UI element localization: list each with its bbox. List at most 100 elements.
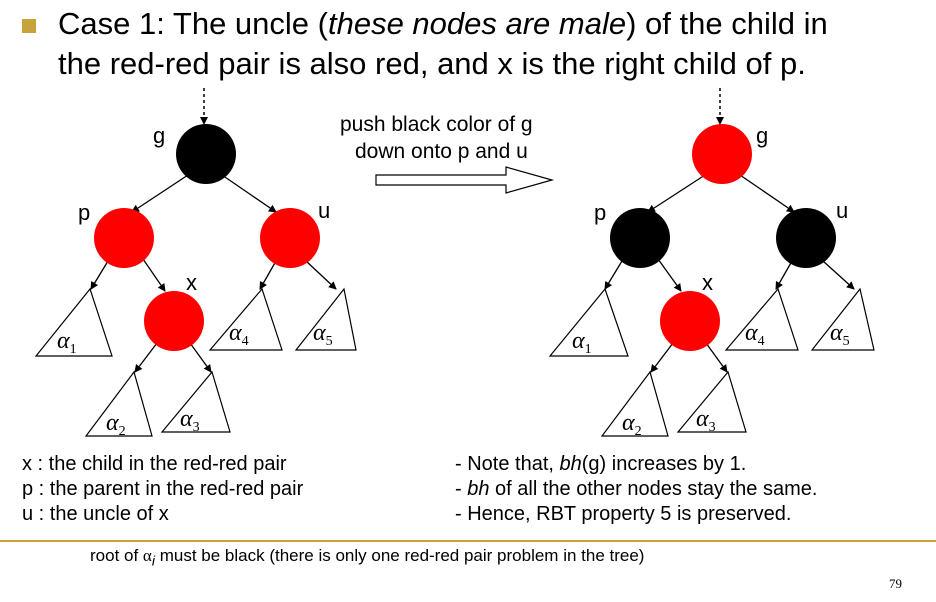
- right-edge-p-x: [657, 258, 682, 292]
- right-a1-alpha: α: [572, 328, 585, 354]
- left-subtree-a2: [84, 370, 153, 437]
- right-subtree-a5-label: α5: [830, 320, 850, 349]
- left-a2-alpha: α: [106, 410, 119, 436]
- left-a5-index: 5: [326, 334, 333, 349]
- right-subtree-a1-label: α1: [572, 328, 592, 357]
- left-a4-alpha: α: [229, 320, 242, 346]
- right-a3-index: 3: [709, 420, 716, 435]
- right-subtree-a2: [600, 370, 669, 437]
- right-subtree-a2-label: α2: [622, 410, 642, 439]
- left-subtree-a4-label: α4: [229, 320, 249, 349]
- footnote-i: i: [151, 553, 155, 570]
- right-subtree-a4: [724, 287, 799, 351]
- right-edge-x-a2: [650, 342, 674, 373]
- right-node-p: [610, 208, 670, 268]
- page-number: 79: [889, 576, 902, 591]
- right-subtree-a3: [676, 370, 747, 433]
- left-edge-x-a3: [189, 342, 212, 373]
- footnote-a: root of: [90, 546, 143, 565]
- right-a1-index: 1: [585, 342, 592, 357]
- notes-block: - Note that, bh(g) increases by 1. - bh …: [455, 452, 817, 527]
- right-a2-alpha: α: [622, 410, 635, 436]
- legend-x: x : the child in the red-red pair: [22, 453, 287, 475]
- footnote-b: must be black (there is only one red-red…: [155, 546, 645, 565]
- right-edge-g-p: [647, 174, 706, 213]
- note-line2-a: -: [455, 478, 468, 500]
- left-edge-u-a5: [305, 260, 337, 290]
- note-line2: - bh of all the other nodes stay the sam…: [455, 477, 817, 502]
- left-tree: g p u x α1 α4 α5 α2 α3: [34, 88, 357, 439]
- note-line2-em: bh: [467, 478, 490, 500]
- right-a3-alpha: α: [696, 406, 709, 432]
- left-label-p: p: [78, 200, 90, 225]
- note-line1-em: bh: [559, 453, 582, 475]
- left-subtree-a1-label: α1: [57, 328, 77, 357]
- footnote: root of αi must be black (there is only …: [90, 546, 644, 569]
- right-tree: g p u x α1 α4 α5 α2 α3: [548, 88, 875, 439]
- transition-line1: push black color of g: [340, 113, 533, 136]
- note-line3: - Hence, RBT property 5 is preserved.: [455, 503, 792, 525]
- heading-text: Case 1: The uncle (these nodes are male)…: [58, 4, 828, 84]
- left-edge-g-u: [221, 174, 277, 213]
- right-a4-alpha: α: [745, 320, 758, 346]
- left-edge-g-p: [131, 174, 189, 213]
- right-label-x: x: [702, 270, 713, 295]
- left-a1-alpha: α: [57, 328, 70, 354]
- left-label-x: x: [186, 270, 197, 295]
- right-a4-index: 4: [758, 334, 765, 349]
- left-node-x: [144, 291, 204, 351]
- heading-line1-b: ) of the child in: [626, 6, 828, 41]
- right-node-x: [660, 291, 720, 351]
- right-subtree-a3-label: α3: [696, 406, 716, 435]
- right-node-u: [776, 208, 836, 268]
- heading-line1-emphasis: these nodes are male: [327, 6, 627, 41]
- legend-p: p : the parent in the red-red pair: [22, 478, 304, 500]
- transition: push black color of g down onto p and u: [340, 113, 555, 194]
- note-line1-b: (g) increases by 1.: [581, 453, 747, 475]
- right-edge-u-a5: [822, 260, 855, 290]
- transition-arrow-icon: [375, 166, 555, 194]
- left-a3-alpha: α: [180, 406, 193, 432]
- footnote-alpha: α: [142, 546, 152, 565]
- transition-line2: down onto p and u: [355, 140, 528, 163]
- right-a5-index: 5: [843, 334, 850, 349]
- note-line1-a: - Note that,: [455, 453, 560, 475]
- legend-u: u : the uncle of x: [22, 503, 169, 525]
- note-line1: - Note that, bh(g) increases by 1.: [455, 452, 817, 477]
- left-node-p: [94, 208, 154, 268]
- right-label-g: g: [756, 123, 768, 148]
- right-edge-u-a4: [775, 260, 793, 290]
- right-label-p: p: [594, 200, 606, 225]
- right-a2-index: 2: [635, 424, 642, 439]
- left-a2-index: 2: [119, 424, 126, 439]
- heading-line1-a: Case 1: The uncle (: [58, 6, 328, 41]
- left-edge-u-a4: [259, 260, 277, 290]
- left-subtree-a5: [294, 287, 357, 351]
- left-subtree-a3: [160, 370, 231, 433]
- right-subtree-a5: [810, 287, 875, 351]
- left-edge-p-a1: [90, 260, 109, 290]
- right-edge-x-a3: [705, 342, 728, 373]
- right-subtree-a1: [548, 287, 629, 357]
- right-node-g: [692, 124, 752, 184]
- left-a4-index: 4: [242, 334, 249, 349]
- left-edge-x-a2: [134, 342, 158, 373]
- divider-rule: [0, 540, 936, 542]
- left-label-g: g: [153, 123, 165, 148]
- right-edge-g-u: [739, 174, 795, 213]
- left-node-g: [176, 124, 236, 184]
- left-node-u: [260, 208, 320, 268]
- left-subtree-a4: [208, 287, 283, 351]
- right-edge-p-a1: [604, 260, 623, 290]
- left-subtree-a2-label: α2: [106, 410, 126, 439]
- left-a1-index: 1: [70, 342, 77, 357]
- left-a3-index: 3: [193, 420, 200, 435]
- right-label-u: u: [836, 198, 848, 223]
- left-subtree-a3-label: α3: [180, 406, 200, 435]
- left-edge-p-x: [142, 258, 166, 292]
- bullet-square-icon: [22, 19, 36, 33]
- left-subtree-a5-label: α5: [313, 320, 333, 349]
- right-subtree-a4-label: α4: [745, 320, 765, 349]
